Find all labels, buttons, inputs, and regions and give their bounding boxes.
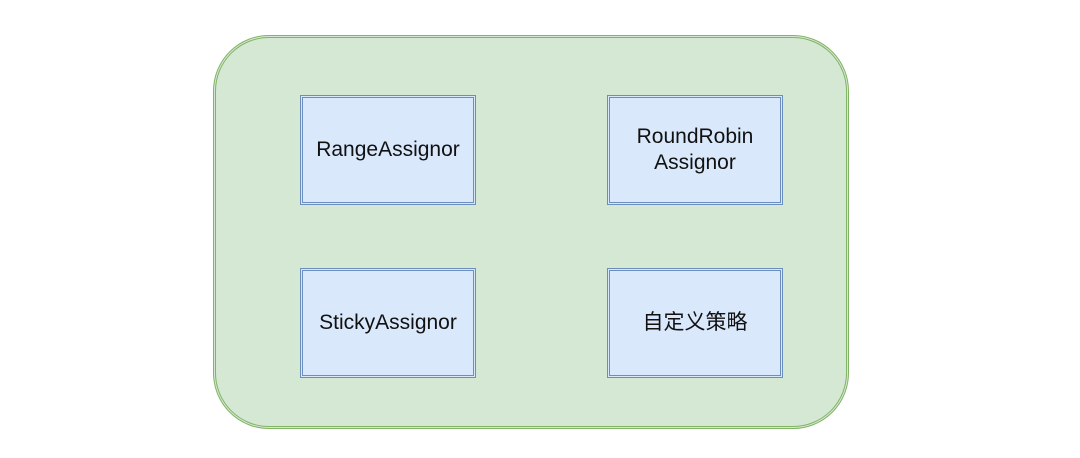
round-robin-assignor-node: RoundRobin Assignor xyxy=(607,95,783,205)
range-assignor-label: RangeAssignor xyxy=(316,138,460,161)
range-assignor-node: RangeAssignor xyxy=(300,95,476,205)
sticky-assignor-node: StickyAssignor xyxy=(300,268,476,378)
custom-strategy-node: 自定义策略 xyxy=(607,268,783,378)
round-robin-assignor-label: RoundRobin Assignor xyxy=(636,125,754,174)
custom-strategy-label: 自定义策略 xyxy=(642,311,748,334)
sticky-assignor-label: StickyAssignor xyxy=(319,311,457,334)
